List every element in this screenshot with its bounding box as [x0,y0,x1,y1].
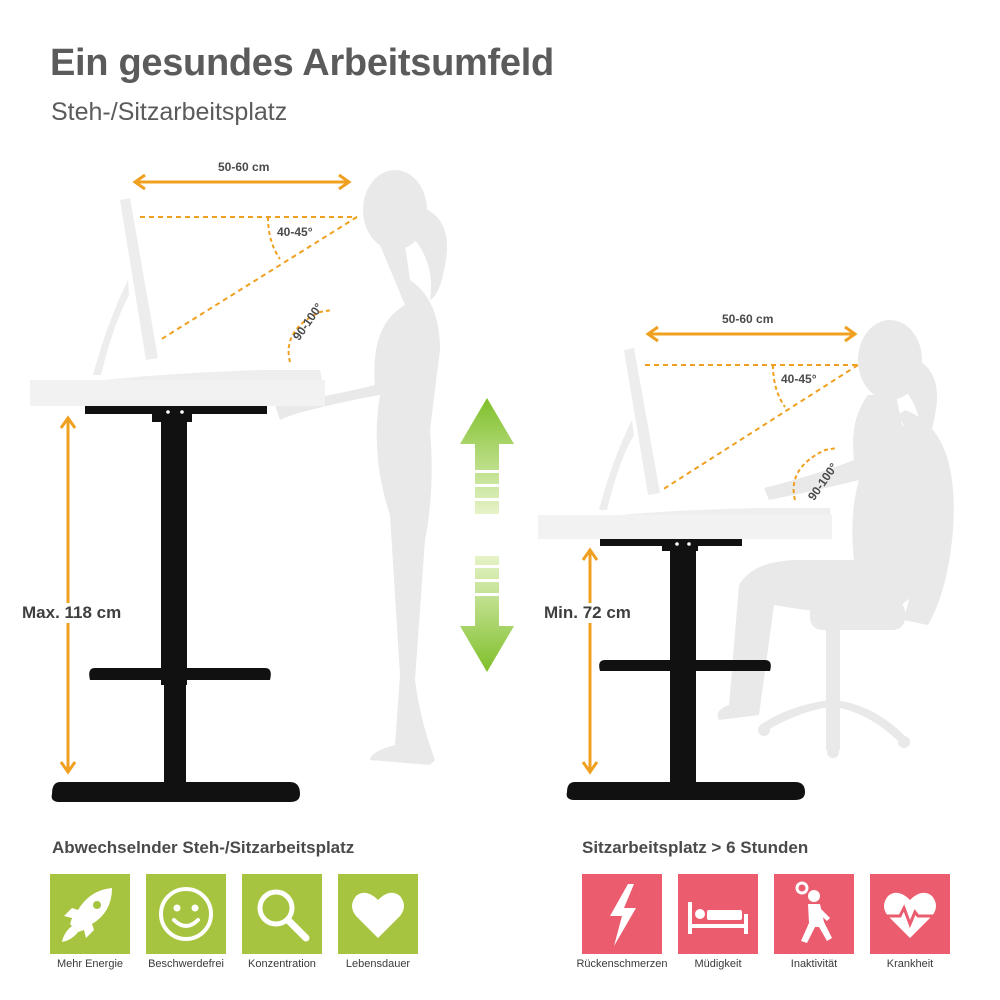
benefit-label-lifespan: Lebensdauer [345,958,411,970]
benefit-tile-lifespan [338,874,418,954]
sitting-distance-label: 50-60 cm [722,312,774,326]
sitting-monitor [599,348,660,510]
benefit-label-comfort: Beschwerdefrei [148,958,224,970]
sitting-measurements [581,325,859,775]
standing-view-angle-label: 40-45° [277,225,313,239]
benefit-tile-energy [50,874,130,954]
standing-distance-label: 50-60 cm [218,160,270,174]
heart-icon [338,874,418,954]
bed-icon [678,874,758,954]
smiley-icon [146,874,226,954]
benefit-tile-comfort [146,874,226,954]
risks-title: Sitzarbeitsplatz > 6 Stunden [582,838,809,857]
page-title: Ein gesundes Arbeitsumfeld [50,42,554,84]
page-subtitle: Steh-/Sitzarbeitsplatz [51,98,288,126]
sitting-desk [538,508,832,800]
inactive-person-icon [774,874,854,954]
benefit-label-focus: Konzentration [248,958,316,970]
risk-tile-backpain [582,874,662,954]
standing-height-label: Max. 118 cm [20,603,124,623]
sitting-woman-silhouette [717,320,937,720]
risk-tile-fatigue [678,874,758,954]
sitting-view-angle-label: 40-45° [781,372,817,386]
risk-label-illness: Krankheit [886,958,934,970]
risk-label-fatigue: Müdigkeit [694,958,742,970]
benefit-tile-focus [242,874,322,954]
magnifier-icon [242,874,322,954]
benefits-title: Abwechselnder Steh-/Sitzarbeitsplatz [52,838,355,857]
risk-tile-inactivity [774,874,854,954]
standing-woman-silhouette [275,170,447,765]
standing-measurements [59,173,358,775]
height-adjust-arrows [460,398,514,672]
risk-tile-illness [870,874,950,954]
heartbeat-icon [870,874,950,954]
standing-desk [30,370,325,802]
sitting-height-label: Min. 72 cm [542,603,633,623]
benefit-label-energy: Mehr Energie [56,958,124,970]
rocket-icon [50,874,130,954]
risk-label-backpain: Rückenschmerzen [576,958,668,970]
standing-monitor [93,198,158,375]
lightning-icon [582,874,662,954]
risk-label-inactivity: Inaktivität [790,958,838,970]
